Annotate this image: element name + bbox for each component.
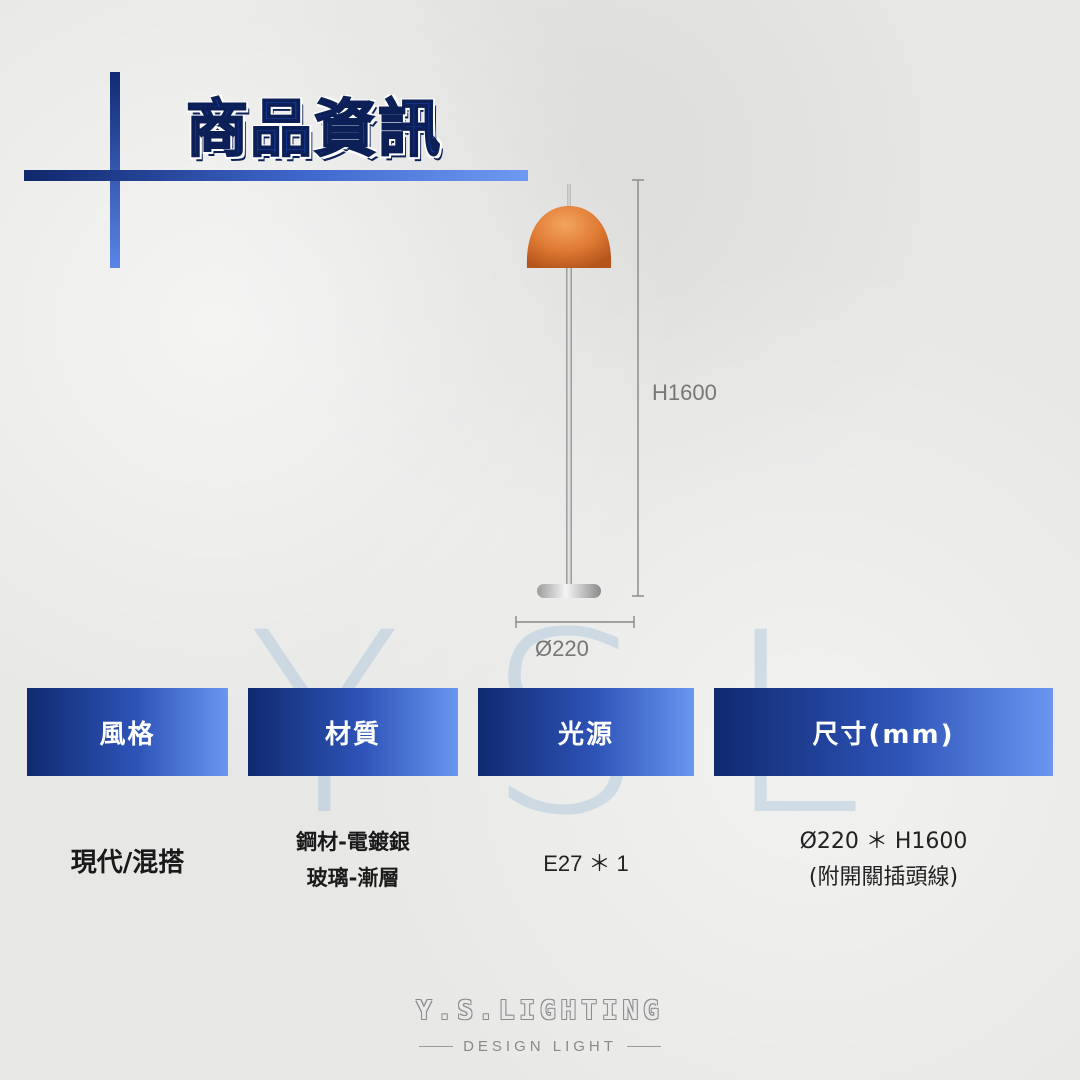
lamp-pole [566,268,572,586]
diameter-dimension-label: Ø220 [535,636,589,661]
title-decoration-horizontal-bar [24,170,528,181]
lamp-top-rod [567,184,571,210]
spec-value-size-line-1: Ø220 ＊ H1600 [799,829,968,854]
spec-value-style: 現代/混搭 [70,848,185,878]
brand-tagline: DESIGN LIGHT [463,1038,617,1055]
spec-value-material-line-2: 玻璃-漸層 [306,866,400,890]
height-dimension-label: H1600 [652,380,717,405]
spec-value-size: Ø220 ＊ H1600 (附開關插頭線) [714,824,1053,896]
spec-value-light-source: E27 ＊ 1 [543,851,629,876]
spec-header-light-source: 光源 [478,688,694,776]
spec-header-style: 風格 [27,688,228,776]
lamp-shade [526,206,612,268]
spec-value-size-line-2: (附開關插頭線) [808,865,959,890]
spec-header-style-label: 風格 [99,719,156,750]
spec-header-material-label: 材質 [324,719,381,750]
page-title: 商品資訊 [185,91,443,166]
spec-header-size-label: 尺寸(mm) [812,719,955,750]
floor-lamp-illustration [515,179,644,628]
spec-header-material: 材質 [248,688,458,776]
spec-value-material-line-1: 鋼材-電鍍銀 [296,830,410,854]
spec-header-size: 尺寸(mm) [714,688,1053,776]
brand-tagline-row: DESIGN LIGHT [0,1038,1080,1055]
lamp-base [537,584,601,598]
spec-header-light-source-label: 光源 [557,719,614,750]
tagline-divider-left [419,1046,454,1047]
tagline-divider-right [626,1046,661,1047]
spec-value-material: 鋼材-電鍍銀 玻璃-漸層 [248,824,458,896]
brand-logo-text: Y.S.LIGHTING [416,996,664,1026]
